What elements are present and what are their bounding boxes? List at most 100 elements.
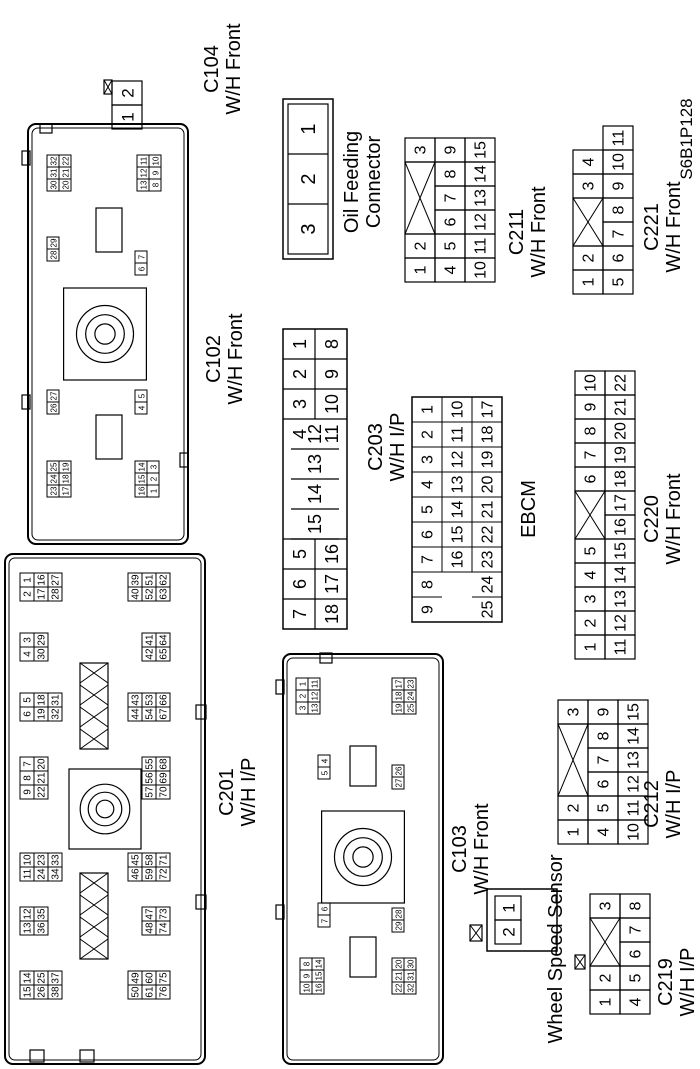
bolt-hole xyxy=(352,846,374,868)
blocked-cavity-diagonal xyxy=(79,662,109,684)
pin-number: 3 xyxy=(583,594,600,603)
pin-number: 6 xyxy=(321,906,330,911)
pin-number: 28 xyxy=(395,909,404,918)
pin-number: 7 xyxy=(583,450,600,459)
housing-outline xyxy=(27,123,189,545)
pin-number: 67 xyxy=(159,708,170,720)
pin-number: 8 xyxy=(23,775,34,781)
bolt-ring xyxy=(79,783,131,835)
pin-number: 2 xyxy=(413,241,430,250)
housing-slot xyxy=(95,207,123,253)
blocked-cavity-diagonal xyxy=(589,917,621,967)
bolt-ring xyxy=(75,304,135,364)
pin-number: 20 xyxy=(37,758,48,770)
figure-code: S6B1P128 xyxy=(677,98,696,179)
pin-number: 36 xyxy=(37,922,48,934)
cavity xyxy=(47,572,63,588)
pin-number: 4 xyxy=(443,265,460,274)
cavity xyxy=(47,970,63,986)
cavity xyxy=(617,699,649,725)
pin-number: 29 xyxy=(50,238,59,247)
c102-harness: W/H Front xyxy=(225,313,247,405)
housing-notch xyxy=(319,652,333,664)
blocked-cavity-band xyxy=(79,662,109,750)
pin-number: 1 xyxy=(500,903,519,912)
pin-number: 11 xyxy=(611,130,628,147)
housing-slot xyxy=(349,936,377,978)
connector-outline xyxy=(411,396,503,623)
blocked-cavity-diagonal xyxy=(79,916,109,938)
pin-number: 5 xyxy=(583,546,600,555)
pin-number: 23 xyxy=(480,551,497,569)
housing-inner-outline xyxy=(31,127,185,541)
pin-number: 20 xyxy=(395,959,404,968)
pin-number: 11 xyxy=(140,156,149,165)
blocked-cavity-band xyxy=(79,872,109,960)
c212-harness: W/H I/P xyxy=(663,770,685,839)
pin-number: 39 xyxy=(131,574,142,586)
pin-number: 8 xyxy=(583,426,600,435)
pin-number: 8 xyxy=(628,901,645,910)
pin-number: 2 xyxy=(598,973,615,982)
pin-number: 21 xyxy=(480,501,497,519)
c221-harness: W/H Front xyxy=(663,181,685,273)
pin-number: 1 xyxy=(413,265,430,274)
latch-tab xyxy=(103,79,113,95)
pin-number: 56 xyxy=(145,772,156,784)
pin-number: 23 xyxy=(37,854,48,866)
pin-number: 6 xyxy=(420,530,437,539)
pin-number: 13 xyxy=(23,922,34,934)
pin-number: 16 xyxy=(613,518,630,536)
cavity xyxy=(155,852,171,868)
blocked-cavity-diagonal xyxy=(572,197,604,247)
pin-number: 49 xyxy=(131,972,142,984)
pin-number: 2 xyxy=(583,618,600,627)
connector-c103: 3211312111918172524235427267629281098161… xyxy=(275,652,444,1065)
pin-number: 13 xyxy=(450,476,467,494)
pin-number: 62 xyxy=(159,574,170,586)
pin-number: 14 xyxy=(450,501,467,519)
c104-code: C104 xyxy=(201,45,223,93)
pin-number: 10 xyxy=(626,823,643,841)
cavity xyxy=(155,572,171,588)
blocked-cavity-diagonal xyxy=(79,872,109,894)
housing-notch xyxy=(195,894,207,910)
pin-number: 19 xyxy=(62,462,71,471)
cavity xyxy=(155,692,171,708)
pin-number: 16 xyxy=(322,544,342,564)
pin-number: 8 xyxy=(303,961,312,966)
connector-c201: 2117162827433029651918323198722212011102… xyxy=(4,553,207,1065)
cavity xyxy=(494,895,522,921)
ebcm-label: EBCM xyxy=(518,480,540,538)
pin-number: 1 xyxy=(299,681,308,686)
pin-number: 14 xyxy=(305,484,325,504)
cavity xyxy=(146,460,160,474)
blocked-cavity-diagonal xyxy=(79,938,109,960)
pin-number: 13 xyxy=(626,751,643,769)
c102-code: C102 xyxy=(203,335,225,383)
pin-number: 73 xyxy=(159,908,170,920)
pin-number: 10 xyxy=(473,261,490,279)
pin-number: 26 xyxy=(395,766,404,775)
pin-number: 4 xyxy=(581,157,598,166)
blocked-cavity-diagonal xyxy=(79,684,109,706)
blocked-cavity-diagonal xyxy=(79,706,109,728)
pin-number: 21 xyxy=(613,398,630,416)
pin-number: 20 xyxy=(613,422,630,440)
pin-number: 59 xyxy=(145,868,156,880)
pin-number: 29 xyxy=(395,921,404,930)
pin-number: 9 xyxy=(23,789,34,795)
bolt-boss xyxy=(62,287,148,381)
pin-number: 5 xyxy=(596,803,613,812)
pin-number: 7 xyxy=(321,918,330,923)
pin-number: 1 xyxy=(420,405,437,414)
pin-number: 14 xyxy=(138,462,147,471)
housing-notch xyxy=(21,394,31,410)
pin-number: 2 xyxy=(500,927,519,936)
pin-number: 11 xyxy=(450,426,467,443)
pin-number: 15 xyxy=(138,474,147,483)
pin-number: 4 xyxy=(583,570,600,579)
pin-number: 12 xyxy=(311,691,320,700)
pin-number: 6 xyxy=(138,266,147,271)
pin-number: 2 xyxy=(566,803,583,812)
